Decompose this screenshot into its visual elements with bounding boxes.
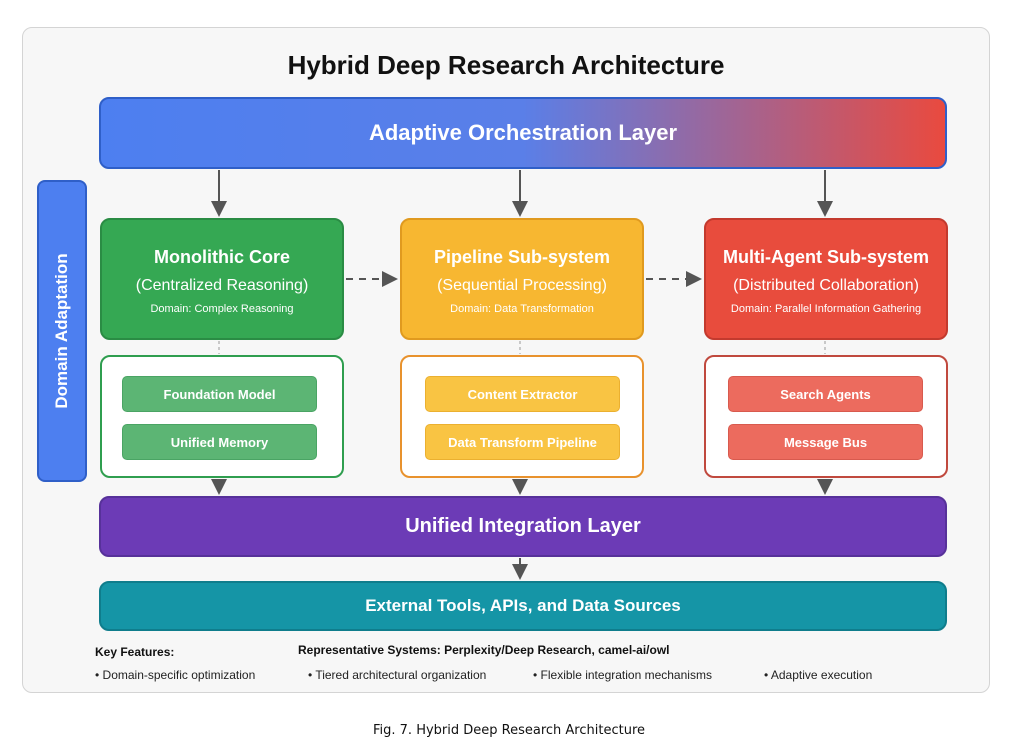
feature-item: • Adaptive execution — [764, 668, 873, 682]
key-features-title: Key Features: — [95, 645, 175, 659]
multi-agent-subsystem-box: Multi-Agent Sub-system (Distributed Coll… — [704, 218, 948, 340]
subsystem-title: Pipeline Sub-system — [433, 247, 611, 267]
subsystem-subtitle: (Sequential Processing) — [437, 277, 607, 294]
subsystem-title: Monolithic Core — [154, 247, 290, 267]
component-search-agents: Search Agents — [728, 376, 923, 412]
component-message-bus: Message Bus — [728, 424, 923, 460]
domain-adaptation-label: Domain Adaptation — [52, 253, 71, 409]
representative-systems: Representative Systems: Perplexity/Deep … — [298, 643, 670, 657]
subsystem-domain: Domain: Complex Reasoning — [150, 303, 294, 315]
domain-adaptation-bar: Domain Adaptation — [37, 180, 87, 482]
feature-item: • Flexible integration mechanisms — [533, 668, 712, 682]
integration-layer: Unified Integration Layer — [99, 496, 947, 557]
subsystem-domain: Domain: Data Transformation — [450, 303, 594, 315]
subsystem-subtitle: (Distributed Collaboration) — [733, 277, 919, 294]
subsystem-subtitle: (Centralized Reasoning) — [135, 277, 309, 294]
external-sources-layer: External Tools, APIs, and Data Sources — [99, 581, 947, 631]
component-content-extractor: Content Extractor — [425, 376, 620, 412]
figure-caption: Fig. 7. Hybrid Deep Research Architectur… — [373, 723, 645, 738]
component-foundation-model: Foundation Model — [122, 376, 317, 412]
component-unified-memory: Unified Memory — [122, 424, 317, 460]
diagram-title: Hybrid Deep Research Architecture — [287, 50, 725, 80]
component-data-transform-pipeline: Data Transform Pipeline — [425, 424, 620, 460]
feature-item: • Domain-specific optimization — [95, 668, 256, 682]
feature-item: • Tiered architectural organization — [308, 668, 487, 682]
subsystem-title: Multi-Agent Sub-system — [722, 247, 929, 267]
orchestration-layer: Adaptive Orchestration Layer — [99, 97, 947, 169]
subsystem-domain: Domain: Parallel Information Gathering — [730, 303, 922, 315]
pipeline-subsystem-box: Pipeline Sub-system (Sequential Processi… — [400, 218, 644, 340]
monolithic-core-box: Monolithic Core (Centralized Reasoning) … — [100, 218, 344, 340]
